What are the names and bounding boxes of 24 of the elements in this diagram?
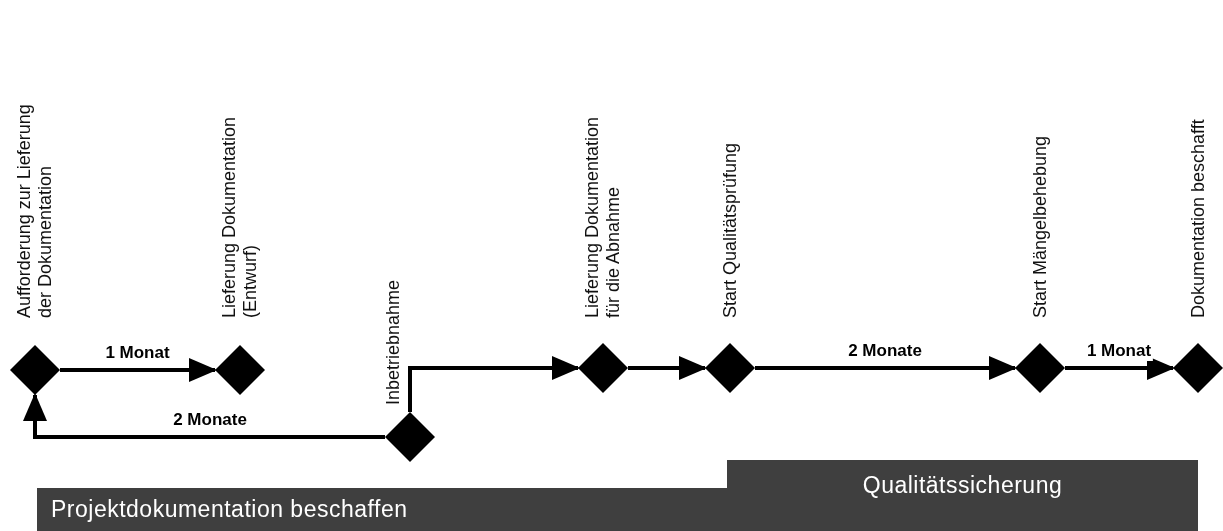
milestone-diamond [10, 345, 60, 395]
milestone-diamond [578, 343, 628, 393]
milestone-diamond [705, 343, 755, 393]
arrow [23, 393, 385, 439]
milestone-label: Aufforderung zur Lieferung der Dokumentation [14, 103, 56, 318]
milestone-diamond [1173, 343, 1223, 393]
arrow [755, 356, 1017, 380]
phase-bar [727, 460, 1198, 531]
milestone-diamond [215, 345, 265, 395]
milestone-label: Start Mängelbehebung [1029, 134, 1051, 318]
arrow [1065, 356, 1175, 380]
phase-label: Projektdokumentation beschaffen [51, 496, 408, 523]
milestone-label: Lieferung Dokumentation für die Abnahme [582, 115, 624, 318]
arrow [60, 358, 217, 382]
milestone-diamond [385, 412, 435, 462]
milestone-label: Start Qualitätsprüfung [719, 141, 741, 318]
arrow [628, 356, 707, 380]
milestone-diamond [1015, 343, 1065, 393]
phase-label: Qualitätssicherung [862, 472, 1063, 499]
phase-bar [37, 488, 727, 531]
milestone-label: Inbetriebnahme [382, 278, 404, 405]
arrow [408, 356, 580, 412]
milestone-label: Lieferung Dokumentation (Entwurf) [219, 115, 261, 318]
milestone-label: Dokumentation beschafft [1187, 118, 1209, 318]
